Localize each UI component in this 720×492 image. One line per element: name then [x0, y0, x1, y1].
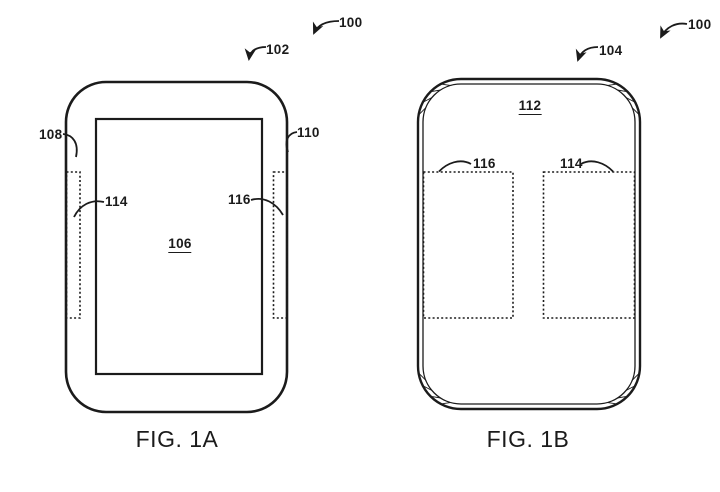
ref-label-102: 102 — [266, 42, 290, 57]
ref-label-114-fig1b: 114 — [560, 156, 583, 171]
arrow-102 — [244, 46, 267, 62]
ref-label-114-fig1a: 114 — [105, 194, 128, 209]
leader-line-116-fig1a — [250, 198, 284, 216]
leader-line-110 — [285, 131, 298, 153]
fig1b-corner-hatch-top-left — [418, 83, 452, 116]
fig1b-device-outline-inner — [422, 83, 636, 405]
fig1b-caption: FIG. 1B — [486, 426, 570, 452]
fig1b-left-dashed-region — [422, 171, 514, 319]
fig1a-right-dashed-region — [272, 171, 288, 319]
fig1b-corner-hatch-top-right — [606, 83, 640, 116]
fig1a-device-outline — [64, 80, 289, 414]
ref-label-104: 104 — [599, 43, 623, 58]
ref-label-116-fig1b: 116 — [473, 156, 496, 171]
ref-label-106: 106 — [168, 236, 192, 253]
arrow-104 — [575, 46, 599, 62]
ref-label-100-fig1a: 100 — [339, 15, 363, 30]
ref-label-100-fig1b: 100 — [688, 17, 712, 32]
fig1b-device-outline-outer — [416, 77, 642, 411]
fig1b-corner-hatch-bottom-left — [418, 372, 452, 405]
fig1b-group — [416, 22, 688, 411]
leader-line-114-fig1a — [73, 200, 105, 218]
ref-label-110: 110 — [297, 125, 320, 140]
fig1b-corner-hatch-bottom-right — [606, 372, 640, 405]
ref-label-112: 112 — [518, 98, 542, 115]
arrow-100-left — [312, 20, 340, 35]
leader-line-116-fig1b — [438, 160, 472, 173]
leader-line-114-fig1b — [580, 160, 614, 173]
fig1b-right-dashed-region — [542, 171, 636, 319]
leader-line-108 — [62, 133, 78, 158]
ref-label-116-fig1a: 116 — [228, 192, 251, 207]
fig1a-group — [62, 20, 340, 414]
fig1a-caption: FIG. 1A — [135, 426, 219, 452]
fig1a-left-dashed-region — [65, 171, 81, 319]
ref-label-108: 108 — [39, 127, 63, 142]
arrow-100-right — [660, 22, 688, 39]
fig1a-display-outline — [94, 117, 264, 376]
